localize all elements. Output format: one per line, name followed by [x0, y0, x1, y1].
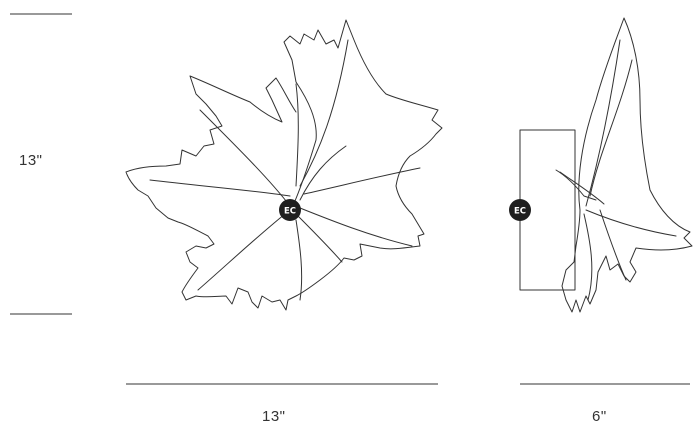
ridge-upper-right — [299, 39, 349, 187]
front-view-flower — [125, 19, 443, 311]
front-ec-badge: EC — [279, 199, 301, 221]
ridge-lower-left — [197, 209, 291, 291]
ridge-inner-1 — [299, 145, 347, 201]
ridge-left — [149, 179, 291, 197]
side-ridge-2 — [589, 59, 633, 197]
ridge-top — [295, 83, 299, 187]
ridge-inner-2 — [295, 213, 343, 263]
ridge-lower-right — [299, 207, 413, 247]
ridge-bottom — [295, 219, 303, 301]
front-width-dimension-label: 13" — [262, 408, 286, 425]
height-dimension — [10, 13, 72, 315]
side-depth-dimension-label: 6" — [592, 408, 607, 425]
ridge-upper-left — [199, 109, 291, 207]
side-stem — [555, 169, 597, 201]
front-outline — [125, 19, 443, 311]
side-ridge-5 — [559, 171, 605, 205]
side-outline — [561, 17, 693, 313]
front-badge-circle — [279, 199, 301, 221]
side-ridge-6 — [599, 209, 627, 281]
side-ec-badge: EC — [509, 199, 531, 221]
ridge-right — [303, 167, 421, 195]
side-ridge-4 — [583, 213, 593, 301]
side-badge-text: EC — [514, 207, 526, 217]
side-badge-circle — [509, 199, 531, 221]
side-ridge-1 — [585, 39, 621, 207]
height-dimension-label: 13" — [19, 152, 43, 169]
front-badge-text: EC — [284, 207, 296, 217]
side-ridge-3 — [585, 209, 677, 237]
side-view — [519, 17, 693, 313]
